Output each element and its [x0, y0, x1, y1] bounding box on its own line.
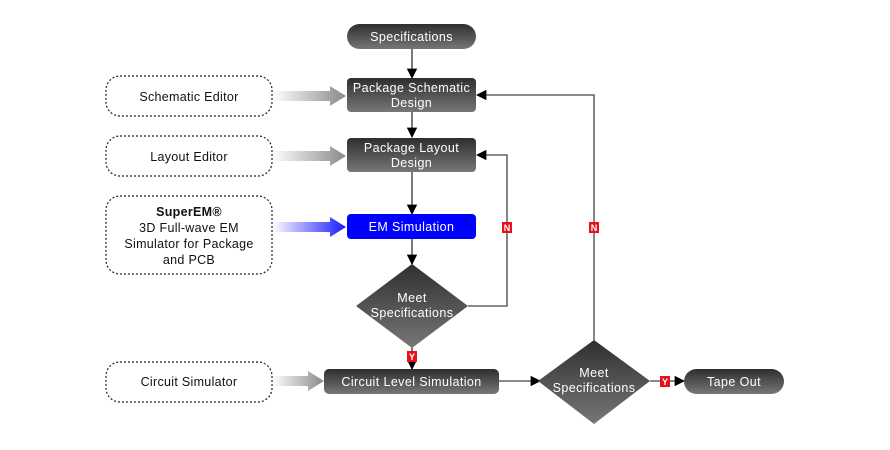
- edge-label-y-2-text: Y: [662, 377, 668, 387]
- tool-superem: SuperEM® 3D Full-wave EM Simulator for P…: [105, 195, 273, 275]
- node-package-layout-design: Package Layout Design: [347, 138, 476, 172]
- node-tape-out: Tape Out: [684, 369, 784, 394]
- node-schematic-label-line2: Design: [391, 96, 432, 110]
- tool-superem-title: SuperEM®: [156, 205, 222, 219]
- tool-layout-editor-label: Layout Editor: [150, 150, 228, 164]
- arrow-layout-editor: [272, 146, 346, 166]
- decision2-label-line2: Specifications: [553, 381, 636, 395]
- decision1-label-line1: Meet: [397, 291, 427, 305]
- edge-label-n-2: N: [589, 222, 599, 233]
- tool-superem-line2: Simulator for Package: [124, 237, 253, 251]
- tool-superem-line3: and PCB: [163, 253, 215, 267]
- tool-superem-line1: 3D Full-wave EM: [139, 221, 239, 235]
- edge-label-n-1: N: [502, 222, 512, 233]
- edge-label-y-1-text: Y: [409, 352, 415, 362]
- tool-arrows: [272, 86, 346, 391]
- tool-layout-editor: Layout Editor: [105, 135, 273, 177]
- tool-circuit-simulator-label: Circuit Simulator: [141, 375, 238, 389]
- edge-label-y-1: Y: [407, 351, 417, 362]
- edge-label-y-2: Y: [660, 376, 670, 387]
- arrow-superem: [272, 217, 346, 237]
- arrow-schematic-editor: [272, 86, 346, 106]
- node-package-schematic-design: Package Schematic Design: [347, 78, 476, 112]
- edge-label-n-1-text: N: [504, 223, 511, 233]
- tool-schematic-editor: Schematic Editor: [105, 75, 273, 117]
- decision-meet-specifications-2: Meet Specifications: [538, 340, 650, 424]
- tool-schematic-editor-label: Schematic Editor: [139, 90, 238, 104]
- node-tape-out-label: Tape Out: [707, 375, 761, 389]
- node-specifications: Specifications: [347, 24, 476, 49]
- node-em-simulation: EM Simulation: [347, 214, 476, 239]
- node-specifications-label: Specifications: [370, 30, 453, 44]
- decision1-label-line2: Specifications: [371, 306, 454, 320]
- node-em-simulation-label: EM Simulation: [369, 220, 455, 234]
- edge-decision2-no-loop: [475, 89, 595, 340]
- node-layout-label-line1: Package Layout: [364, 141, 459, 155]
- decision-meet-specifications-1: Meet Specifications: [356, 264, 468, 348]
- node-layout-label-line2: Design: [391, 156, 432, 170]
- node-circuit-level-simulation-label: Circuit Level Simulation: [341, 375, 481, 389]
- arrow-circuit-simulator: [272, 371, 324, 391]
- decision2-label-line1: Meet: [579, 366, 609, 380]
- tool-circuit-simulator: Circuit Simulator: [105, 361, 273, 403]
- edge-label-n-2-text: N: [591, 223, 598, 233]
- node-circuit-level-simulation: Circuit Level Simulation: [324, 369, 499, 394]
- node-schematic-label-line1: Package Schematic: [353, 81, 470, 95]
